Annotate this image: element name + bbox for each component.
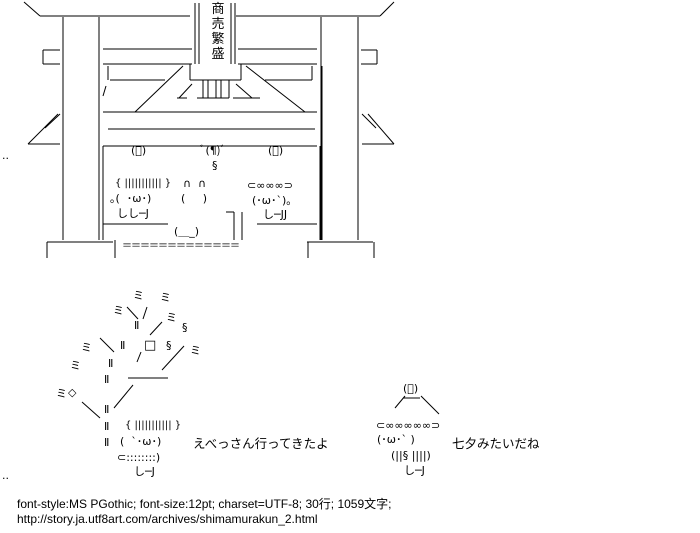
center-figure-mark: § bbox=[212, 159, 218, 172]
footer-url[interactable]: http://story.ja.utf8art.com/archives/shi… bbox=[17, 512, 318, 526]
wave-mark: ミ bbox=[70, 359, 81, 372]
right-figure-head: (ﾟ) bbox=[268, 144, 284, 157]
sign-char: 商 bbox=[211, 2, 225, 17]
symbol-ii: Ⅱ bbox=[120, 339, 126, 352]
left-caption: えべっさん行ってきたよ bbox=[193, 436, 329, 451]
bottom-right-figure-feet: し─J bbox=[404, 464, 425, 477]
footer: font-style:MS PGothic; font-size:12pt; c… bbox=[17, 497, 392, 527]
wave-mark: ミ bbox=[56, 387, 67, 400]
section-mark: § bbox=[166, 339, 172, 352]
center-figure-body: ( ) bbox=[181, 192, 208, 205]
sign-char: 盛 bbox=[211, 47, 225, 62]
left-figure-hat-band: { ||||||||||| } bbox=[115, 178, 172, 189]
bottom-left-figure-hat-band: { ||||||||||| } bbox=[125, 420, 182, 431]
wave-mark: ミ bbox=[190, 344, 201, 357]
left-figure-head: (ﾟ) bbox=[131, 144, 147, 157]
right-figure-face: (･ω･`)｡ bbox=[252, 194, 292, 207]
left-figure-face: ｡( ･ω･) bbox=[110, 192, 152, 205]
right-caption: 七夕みたいだね bbox=[452, 436, 540, 451]
shrine-sign: 商 売 繁 盛 bbox=[205, 2, 231, 62]
wave-mark: ミ bbox=[160, 291, 171, 304]
bottom-left-figure-body: ⊂::::::::) bbox=[117, 451, 161, 464]
diamond-symbol: ◇ bbox=[68, 386, 77, 399]
wave-mark: ミ bbox=[133, 289, 144, 302]
bottom-right-figure-head: (ﾟ) bbox=[403, 382, 419, 395]
wave-mark: ミ bbox=[113, 304, 124, 317]
right-figure-feet: し─JJ bbox=[263, 208, 288, 221]
center-figure-top: ﾞ(¶)ﾞ bbox=[200, 144, 227, 157]
symbol-ii: Ⅱ bbox=[104, 373, 110, 386]
symbol-ii: Ⅱ bbox=[134, 319, 140, 332]
stray-dots: .. bbox=[2, 469, 9, 482]
right-figure-hat-band: ⊂∞∞∞⊃ bbox=[247, 179, 293, 192]
section-mark: § bbox=[182, 321, 188, 334]
sign-char: 売 bbox=[211, 17, 225, 32]
left-figure-feet: しし─J bbox=[117, 207, 149, 220]
center-figure-ears: ∩ ∩ bbox=[183, 177, 207, 190]
sign-char: 繁 bbox=[211, 32, 225, 47]
stray-dots: .. bbox=[2, 149, 9, 162]
wave-mark: ミ bbox=[81, 341, 92, 354]
shrine-steps: ＝＝＝＝＝＝＝＝＝＝＝＝＝ bbox=[122, 241, 240, 252]
bottom-right-figure-face: (･ω･` ) bbox=[377, 433, 415, 446]
wave-mark: ミ bbox=[166, 311, 177, 324]
symbol-ii: Ⅱ bbox=[104, 436, 110, 449]
bottom-right-figure-body: (||§ ||||) bbox=[391, 449, 431, 462]
symbol-ii: Ⅱ bbox=[108, 357, 114, 370]
box-symbol: □ bbox=[144, 338, 157, 353]
center-figure-lower: (＿_) bbox=[174, 225, 200, 238]
symbol-ii: Ⅱ bbox=[104, 403, 110, 416]
bottom-left-figure-face: ( `･ω･) bbox=[120, 435, 162, 448]
bottom-right-figure-hat-band: ⊂∞∞∞∞∞⊃ bbox=[376, 419, 441, 432]
bottom-left-figure-feet: し─J bbox=[134, 465, 155, 478]
symbol-ii: Ⅱ bbox=[104, 420, 110, 433]
footer-meta: font-style:MS PGothic; font-size:12pt; c… bbox=[17, 497, 392, 511]
